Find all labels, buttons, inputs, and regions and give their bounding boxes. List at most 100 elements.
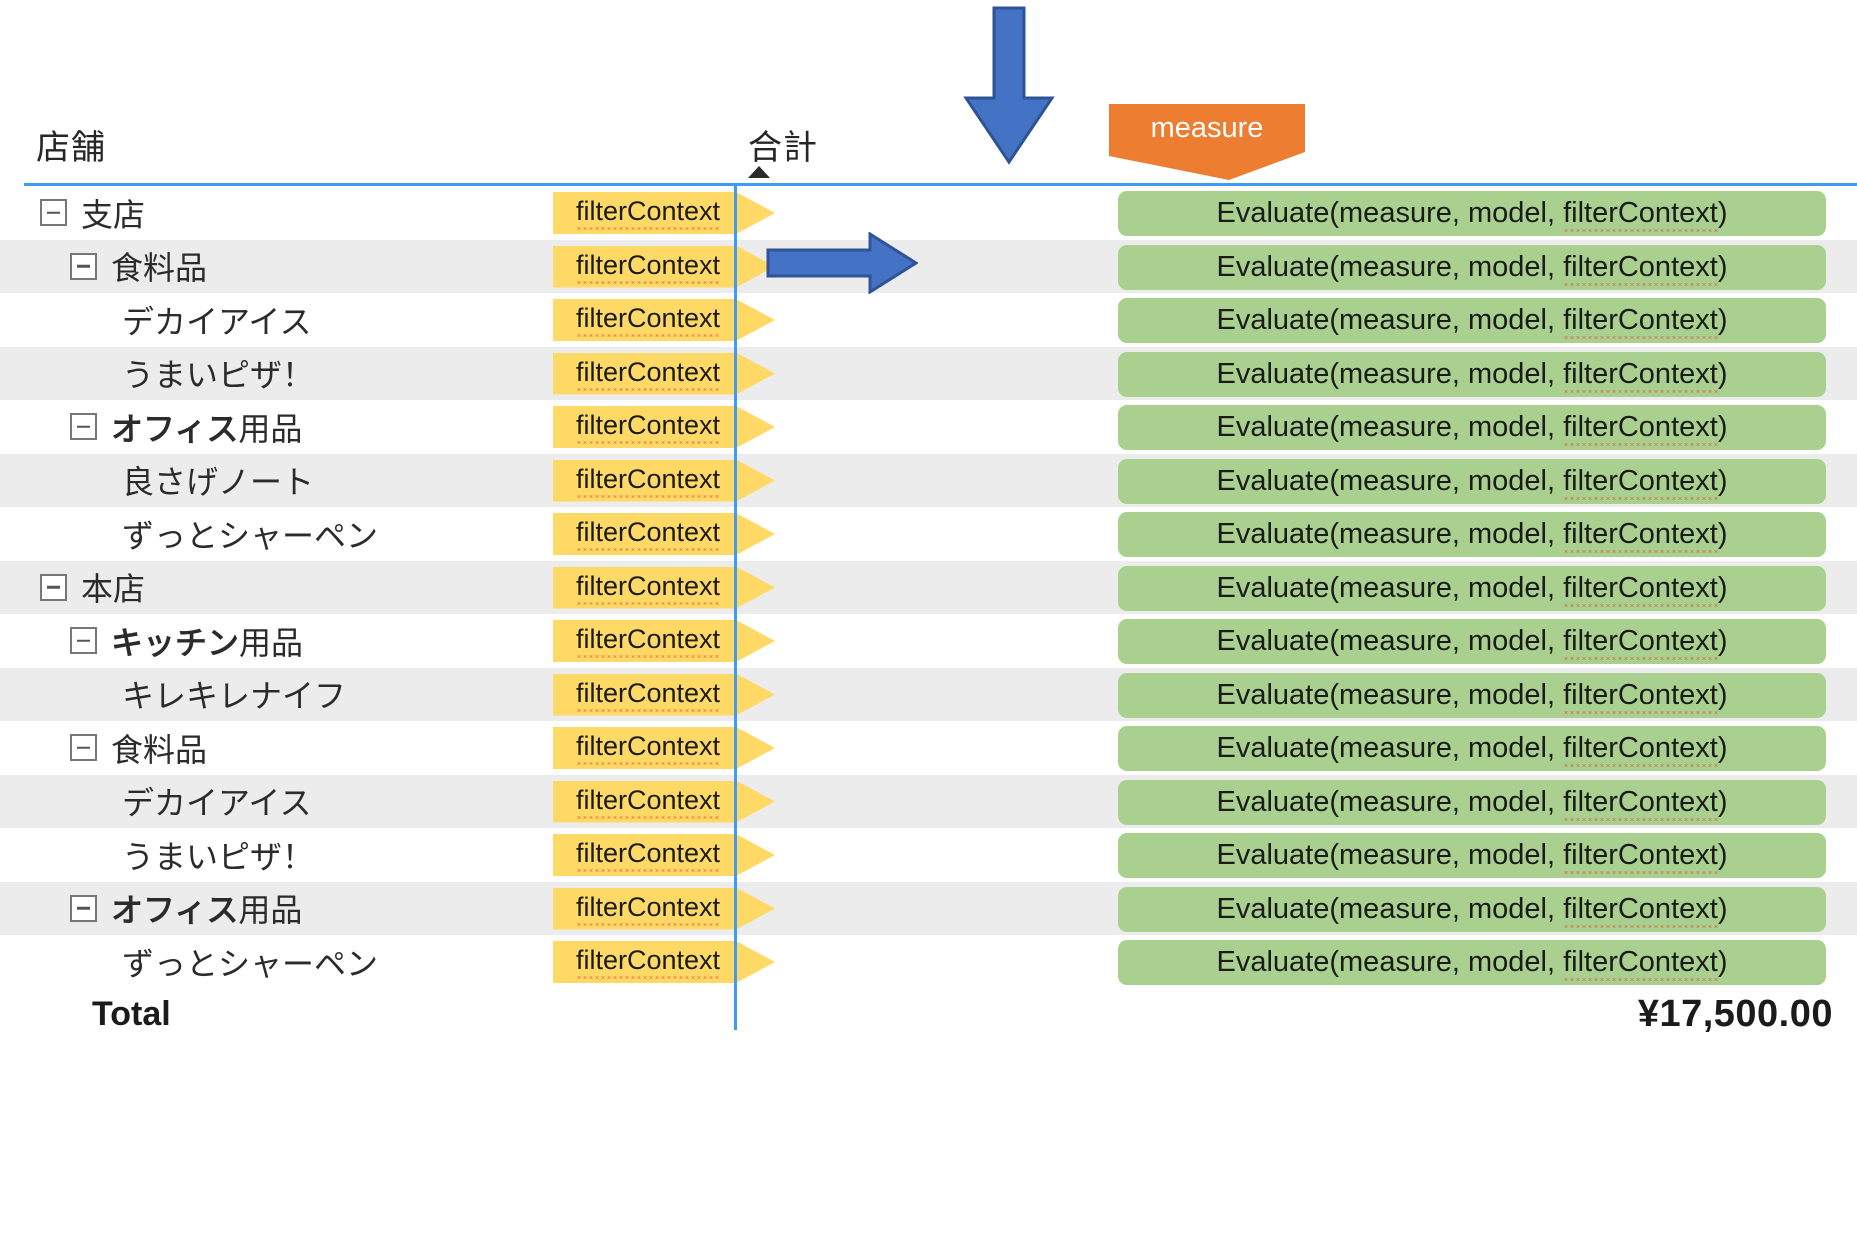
collapse-minus-box-icon[interactable] <box>40 573 67 601</box>
filter-context-badge: filterContext <box>553 406 775 448</box>
column-header-total[interactable]: 合計 <box>748 129 818 167</box>
filter-context-badge-label: filterContext <box>575 891 721 926</box>
evaluate-suffix: ) <box>1717 518 1728 550</box>
evaluate-prefix: Evaluate(measure, model, <box>1216 732 1564 764</box>
matrix-row[interactable]: 支店 filterContext Evaluate(measure, model, … <box>0 186 1857 240</box>
row-tree-cell[interactable]: ずっとシャーペン <box>24 935 378 989</box>
row-tree-cell[interactable]: 食料品 <box>24 721 207 775</box>
matrix-row[interactable]: うまいピザ！ filterContext Evaluate(measure, mod… <box>0 346 1857 401</box>
evaluate-expression-label: Evaluate(measure, model, filterContext) <box>1217 197 1727 230</box>
evaluate-expression-badge: Evaluate(measure, model, filterContext) <box>1118 298 1826 343</box>
filter-context-badge-label: filterContext <box>575 570 721 605</box>
filter-context-badge: filterContext <box>553 834 775 876</box>
row-tree-cell[interactable]: オフィス用品 <box>24 400 302 454</box>
row-tree-cell[interactable]: キレキレナイフ <box>24 668 346 722</box>
collapse-minus-box-icon[interactable] <box>70 734 97 762</box>
row-tree-cell[interactable]: デカイアイス <box>24 775 311 829</box>
row-label: うまいピザ！ <box>122 838 315 875</box>
filter-context-badge-label: filterContext <box>575 196 721 230</box>
row-tree-cell[interactable]: ずっとシャーペン <box>24 507 378 561</box>
evaluate-prefix: Evaluate(measure, model, <box>1216 304 1564 336</box>
filter-context-badge-label: filterContext <box>575 624 721 658</box>
evaluate-filter-context-arg: filterContext <box>1563 839 1718 874</box>
evaluate-filter-context-arg: filterContext <box>1563 678 1718 714</box>
evaluate-expression-badge: Evaluate(measure, model, filterContext) <box>1118 886 1826 932</box>
evaluate-suffix: ) <box>1717 946 1728 978</box>
collapse-minus-box-icon[interactable] <box>70 894 97 922</box>
matrix-row[interactable]: デカイアイス filterContext Evaluate(measure, mod… <box>0 293 1857 347</box>
collapse-minus-box-icon[interactable] <box>70 252 97 280</box>
matrix-row[interactable]: 本店 filterContext Evaluate(measure, model, … <box>0 560 1857 615</box>
filter-context-badge: filterContext <box>553 513 775 555</box>
evaluate-prefix: Evaluate(measure, model, <box>1216 946 1564 978</box>
filter-context-badge-label: filterContext <box>575 356 721 391</box>
row-tree-cell[interactable]: 本店 <box>24 561 145 615</box>
filter-context-badge: filterContext <box>553 245 775 288</box>
collapse-minus-box-icon[interactable] <box>40 199 67 227</box>
evaluate-expression-badge: Evaluate(measure, model, filterContext) <box>1118 351 1826 397</box>
evaluate-filter-context-arg: filterContext <box>1563 411 1718 446</box>
evaluate-expression-badge: Evaluate(measure, model, filterContext) <box>1118 619 1826 664</box>
column-divider-line <box>734 183 737 1030</box>
filter-context-badge: filterContext <box>553 887 775 930</box>
row-label: デカイアイス <box>122 785 312 822</box>
total-label: Total <box>92 994 171 1033</box>
row-tree-cell[interactable]: 支店 <box>24 186 145 240</box>
filter-context-badge-label: filterContext <box>575 677 721 712</box>
evaluate-expression-badge: Evaluate(measure, model, filterContext) <box>1118 672 1826 718</box>
evaluate-suffix: ) <box>1717 304 1728 336</box>
evaluate-expression-label: Evaluate(measure, model, filterContext) <box>1216 946 1728 981</box>
evaluate-filter-context-arg: filterContext <box>1563 250 1718 286</box>
row-label: 食料品 <box>111 250 208 287</box>
filter-context-badge-label: filterContext <box>575 249 721 284</box>
row-label: ずっとシャーペン <box>122 517 379 554</box>
evaluate-filter-context-arg: filterContext <box>1563 946 1718 981</box>
evaluate-prefix: Evaluate(measure, model, <box>1216 464 1564 497</box>
header-divider-rule <box>24 183 1857 186</box>
evaluate-prefix: Evaluate(measure, model, <box>1216 571 1564 604</box>
evaluate-expression-label: Evaluate(measure, model, filterContext) <box>1216 571 1727 605</box>
evaluate-expression-badge: Evaluate(measure, model, filterContext) <box>1118 244 1826 290</box>
row-label: 支店 <box>81 196 146 233</box>
evaluate-expression-label: Evaluate(measure, model, filterContext) <box>1216 464 1727 498</box>
matrix-row[interactable]: ずっとシャーペン filterContext Evaluate(measure, m… <box>0 507 1857 561</box>
evaluate-suffix: ) <box>1717 785 1728 818</box>
row-label: 良さげノート <box>122 464 315 501</box>
row-tree-cell[interactable]: キッチン用品 <box>24 614 303 668</box>
filter-context-badge-label: filterContext <box>575 303 721 337</box>
evaluate-filter-context-arg: filterContext <box>1563 892 1718 928</box>
row-label-bold-part: キッチン <box>111 624 240 661</box>
evaluate-expression-badge: Evaluate(measure, model, filterContext) <box>1118 565 1826 611</box>
evaluate-expression-label: Evaluate(measure, model, filterContext) <box>1217 518 1728 551</box>
evaluate-expression-label: Evaluate(measure, model, filterContext) <box>1217 250 1727 286</box>
evaluate-suffix: ) <box>1717 839 1728 871</box>
row-tree-cell[interactable]: うまいピザ！ <box>24 347 314 401</box>
row-tree-cell[interactable]: 良さげノート <box>24 454 314 508</box>
arrow-right-icon <box>766 231 919 295</box>
matrix-row[interactable]: キッチン用品 filterContext Evaluate(measure, mod… <box>0 614 1857 668</box>
row-label-bold-part: オフィス <box>111 410 239 447</box>
filter-context-badge-label: filterContext <box>575 410 721 444</box>
row-tree-cell[interactable]: デカイアイス <box>24 293 311 347</box>
row-tree-cell[interactable]: オフィス用品 <box>24 882 302 936</box>
filter-context-badge-label: filterContext <box>575 784 721 819</box>
collapse-minus-box-icon[interactable] <box>70 413 97 441</box>
row-tree-cell[interactable]: うまいピザ！ <box>24 828 314 882</box>
filter-context-badge: filterContext <box>553 673 775 716</box>
arrow-down-icon <box>963 6 1055 166</box>
collapse-minus-box-icon[interactable] <box>70 627 97 655</box>
row-tree-cell[interactable]: 食料品 <box>24 240 207 294</box>
evaluate-expression-label: Evaluate(measure, model, filterContext) <box>1217 839 1728 874</box>
column-header-store[interactable]: 店舗 <box>36 129 106 167</box>
row-label: 本店 <box>81 571 146 608</box>
